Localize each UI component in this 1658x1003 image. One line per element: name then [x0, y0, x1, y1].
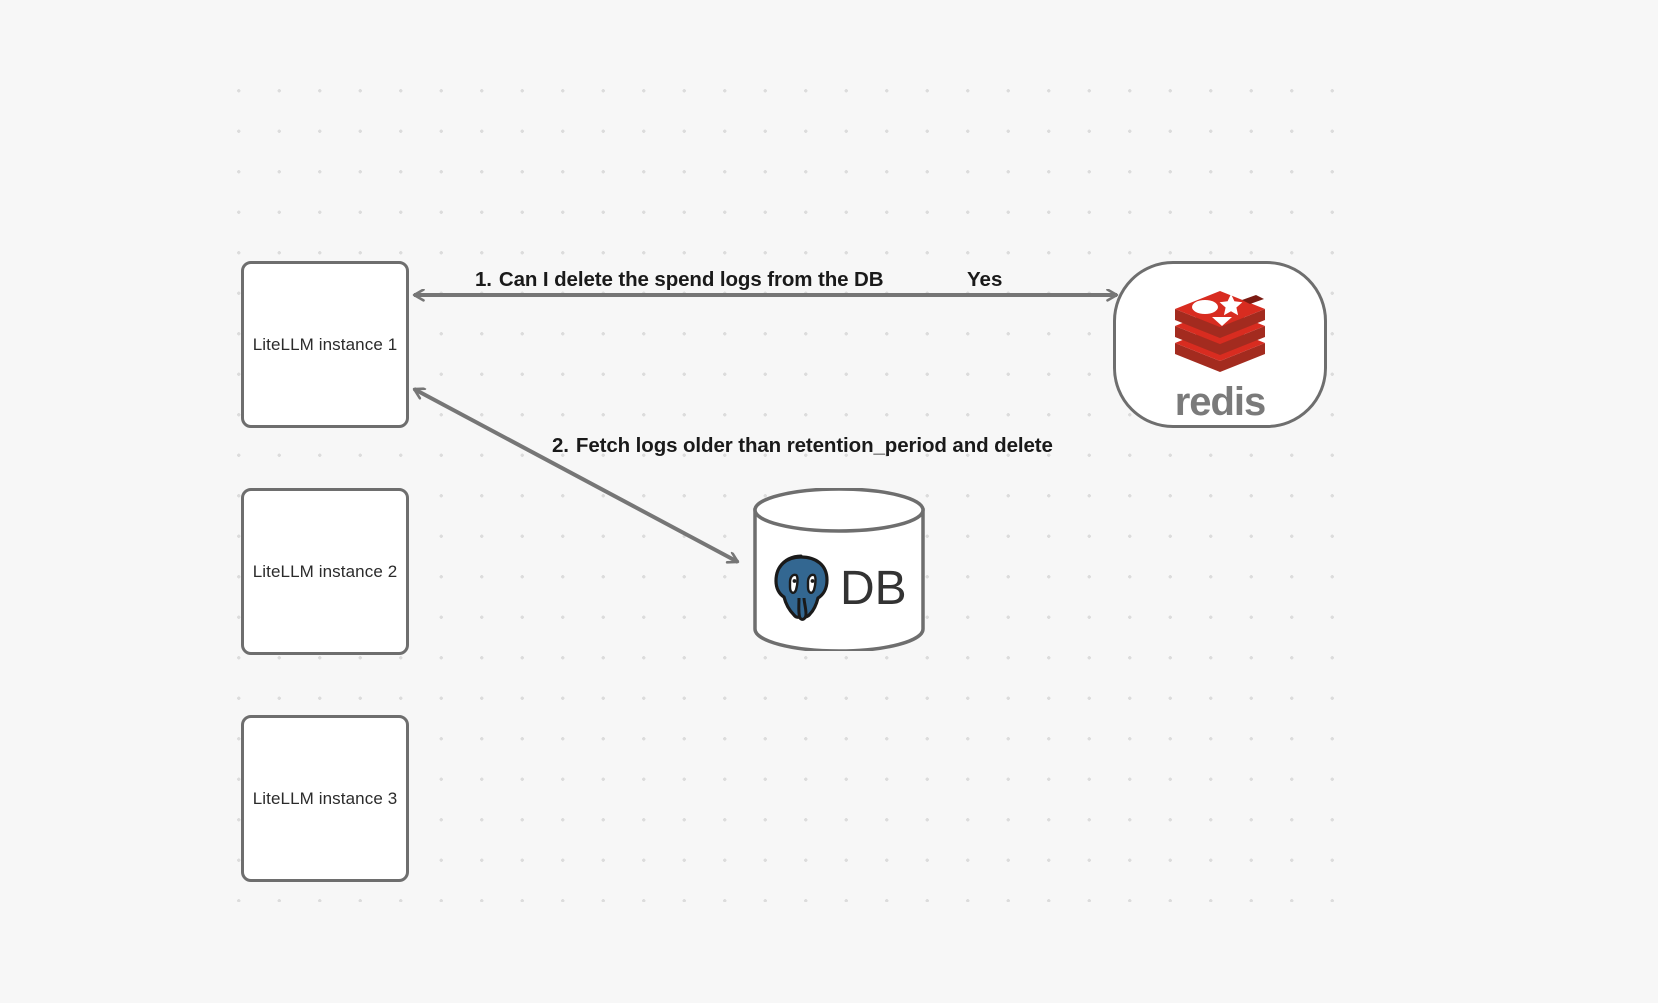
node-redis[interactable]: redis: [1113, 261, 1327, 428]
edge-1-label: 1. Can I delete the spend logs from the D…: [475, 268, 884, 292]
postgresql-elephant-icon: [774, 554, 829, 621]
node-label-litellm-2: LiteLLM instance 2: [252, 561, 398, 581]
redis-logo-icon: [1175, 291, 1265, 372]
db-label: DB: [840, 562, 907, 615]
node-postgres-db[interactable]: DB: [752, 487, 926, 653]
canvas-margin-left: [0, 0, 212, 1003]
node-litellm-instance-1[interactable]: LiteLLM instance 1: [241, 261, 409, 428]
node-litellm-instance-2[interactable]: LiteLLM instance 2: [241, 488, 409, 655]
node-litellm-instance-3[interactable]: LiteLLM instance 3: [241, 715, 409, 882]
edge-litellm1-db: [414, 387, 738, 564]
canvas-margin-right: [1345, 0, 1658, 1003]
edge-1-text: Can I delete the spend logs from the DB: [498, 268, 884, 291]
edge-2-step-number: 2.: [552, 434, 569, 457]
node-label-litellm-3: LiteLLM instance 3: [252, 788, 398, 808]
redis-wordmark: redis: [1174, 380, 1267, 424]
edge-1-step-number: 1.: [475, 268, 492, 291]
node-label-litellm-1: LiteLLM instance 1: [252, 334, 398, 354]
edge-2-text: Fetch logs older than retention_period a…: [575, 434, 1053, 457]
edge-2-label: 2. Fetch logs older than retention_period…: [552, 434, 1053, 458]
edge-1-response-label: Yes: [967, 268, 1003, 291]
